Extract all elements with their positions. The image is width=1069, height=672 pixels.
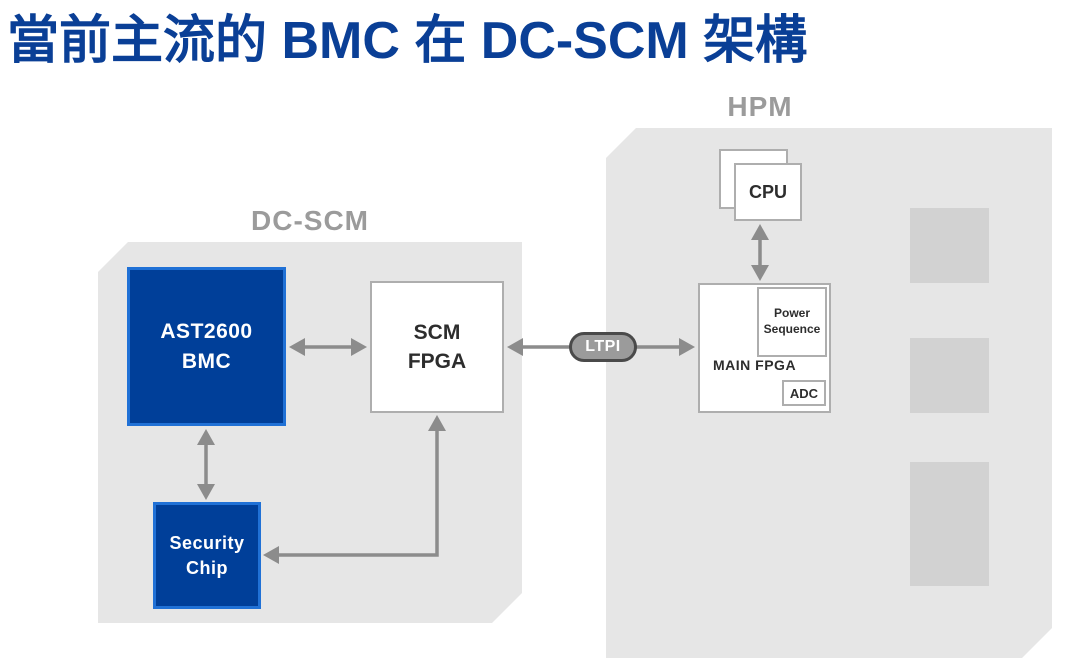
bmc-chip-label-line1: AST2600 bbox=[160, 320, 253, 344]
hpm-placeholder-block-2 bbox=[910, 338, 989, 413]
dcscm-region-label: DC-SCM bbox=[251, 205, 369, 236]
ltpi-connector-pill: LTPI bbox=[569, 332, 637, 362]
bmc-chip-label-line2: BMC bbox=[181, 349, 232, 373]
scm-fpga-chip: SCM FPGA bbox=[370, 281, 504, 413]
hpm-region-label: HPM bbox=[727, 91, 793, 122]
cpu-chip: CPU bbox=[734, 163, 802, 221]
security-chip: Security Chip bbox=[153, 502, 261, 609]
cpu-chip-label: CPU bbox=[748, 181, 787, 202]
adc-block: ADC bbox=[782, 380, 826, 406]
power-sequence-block: Power Sequence bbox=[757, 287, 827, 357]
power-sequence-label-line1: Power bbox=[773, 306, 810, 321]
main-fpga-chip: Power Sequence MAIN FPGA ADC bbox=[698, 283, 831, 413]
hpm-placeholder-block-1 bbox=[910, 208, 989, 283]
scm-fpga-label-line2: FPGA bbox=[407, 350, 467, 373]
ltpi-label: LTPI bbox=[585, 338, 621, 355]
main-fpga-label: MAIN FPGA bbox=[713, 357, 797, 373]
security-chip-label-line2: Chip bbox=[186, 557, 228, 578]
bmc-chip: AST2600 BMC bbox=[127, 267, 286, 426]
power-sequence-label-line2: Sequence bbox=[763, 322, 821, 336]
hpm-placeholder-block-3 bbox=[910, 462, 989, 586]
security-chip-label-line1: Security bbox=[169, 533, 245, 554]
page-title: 當前主流的 BMC 在 DC-SCM 架構 bbox=[7, 12, 808, 70]
scm-fpga-label-line1: SCM bbox=[413, 320, 461, 344]
adc-label: ADC bbox=[789, 385, 819, 401]
